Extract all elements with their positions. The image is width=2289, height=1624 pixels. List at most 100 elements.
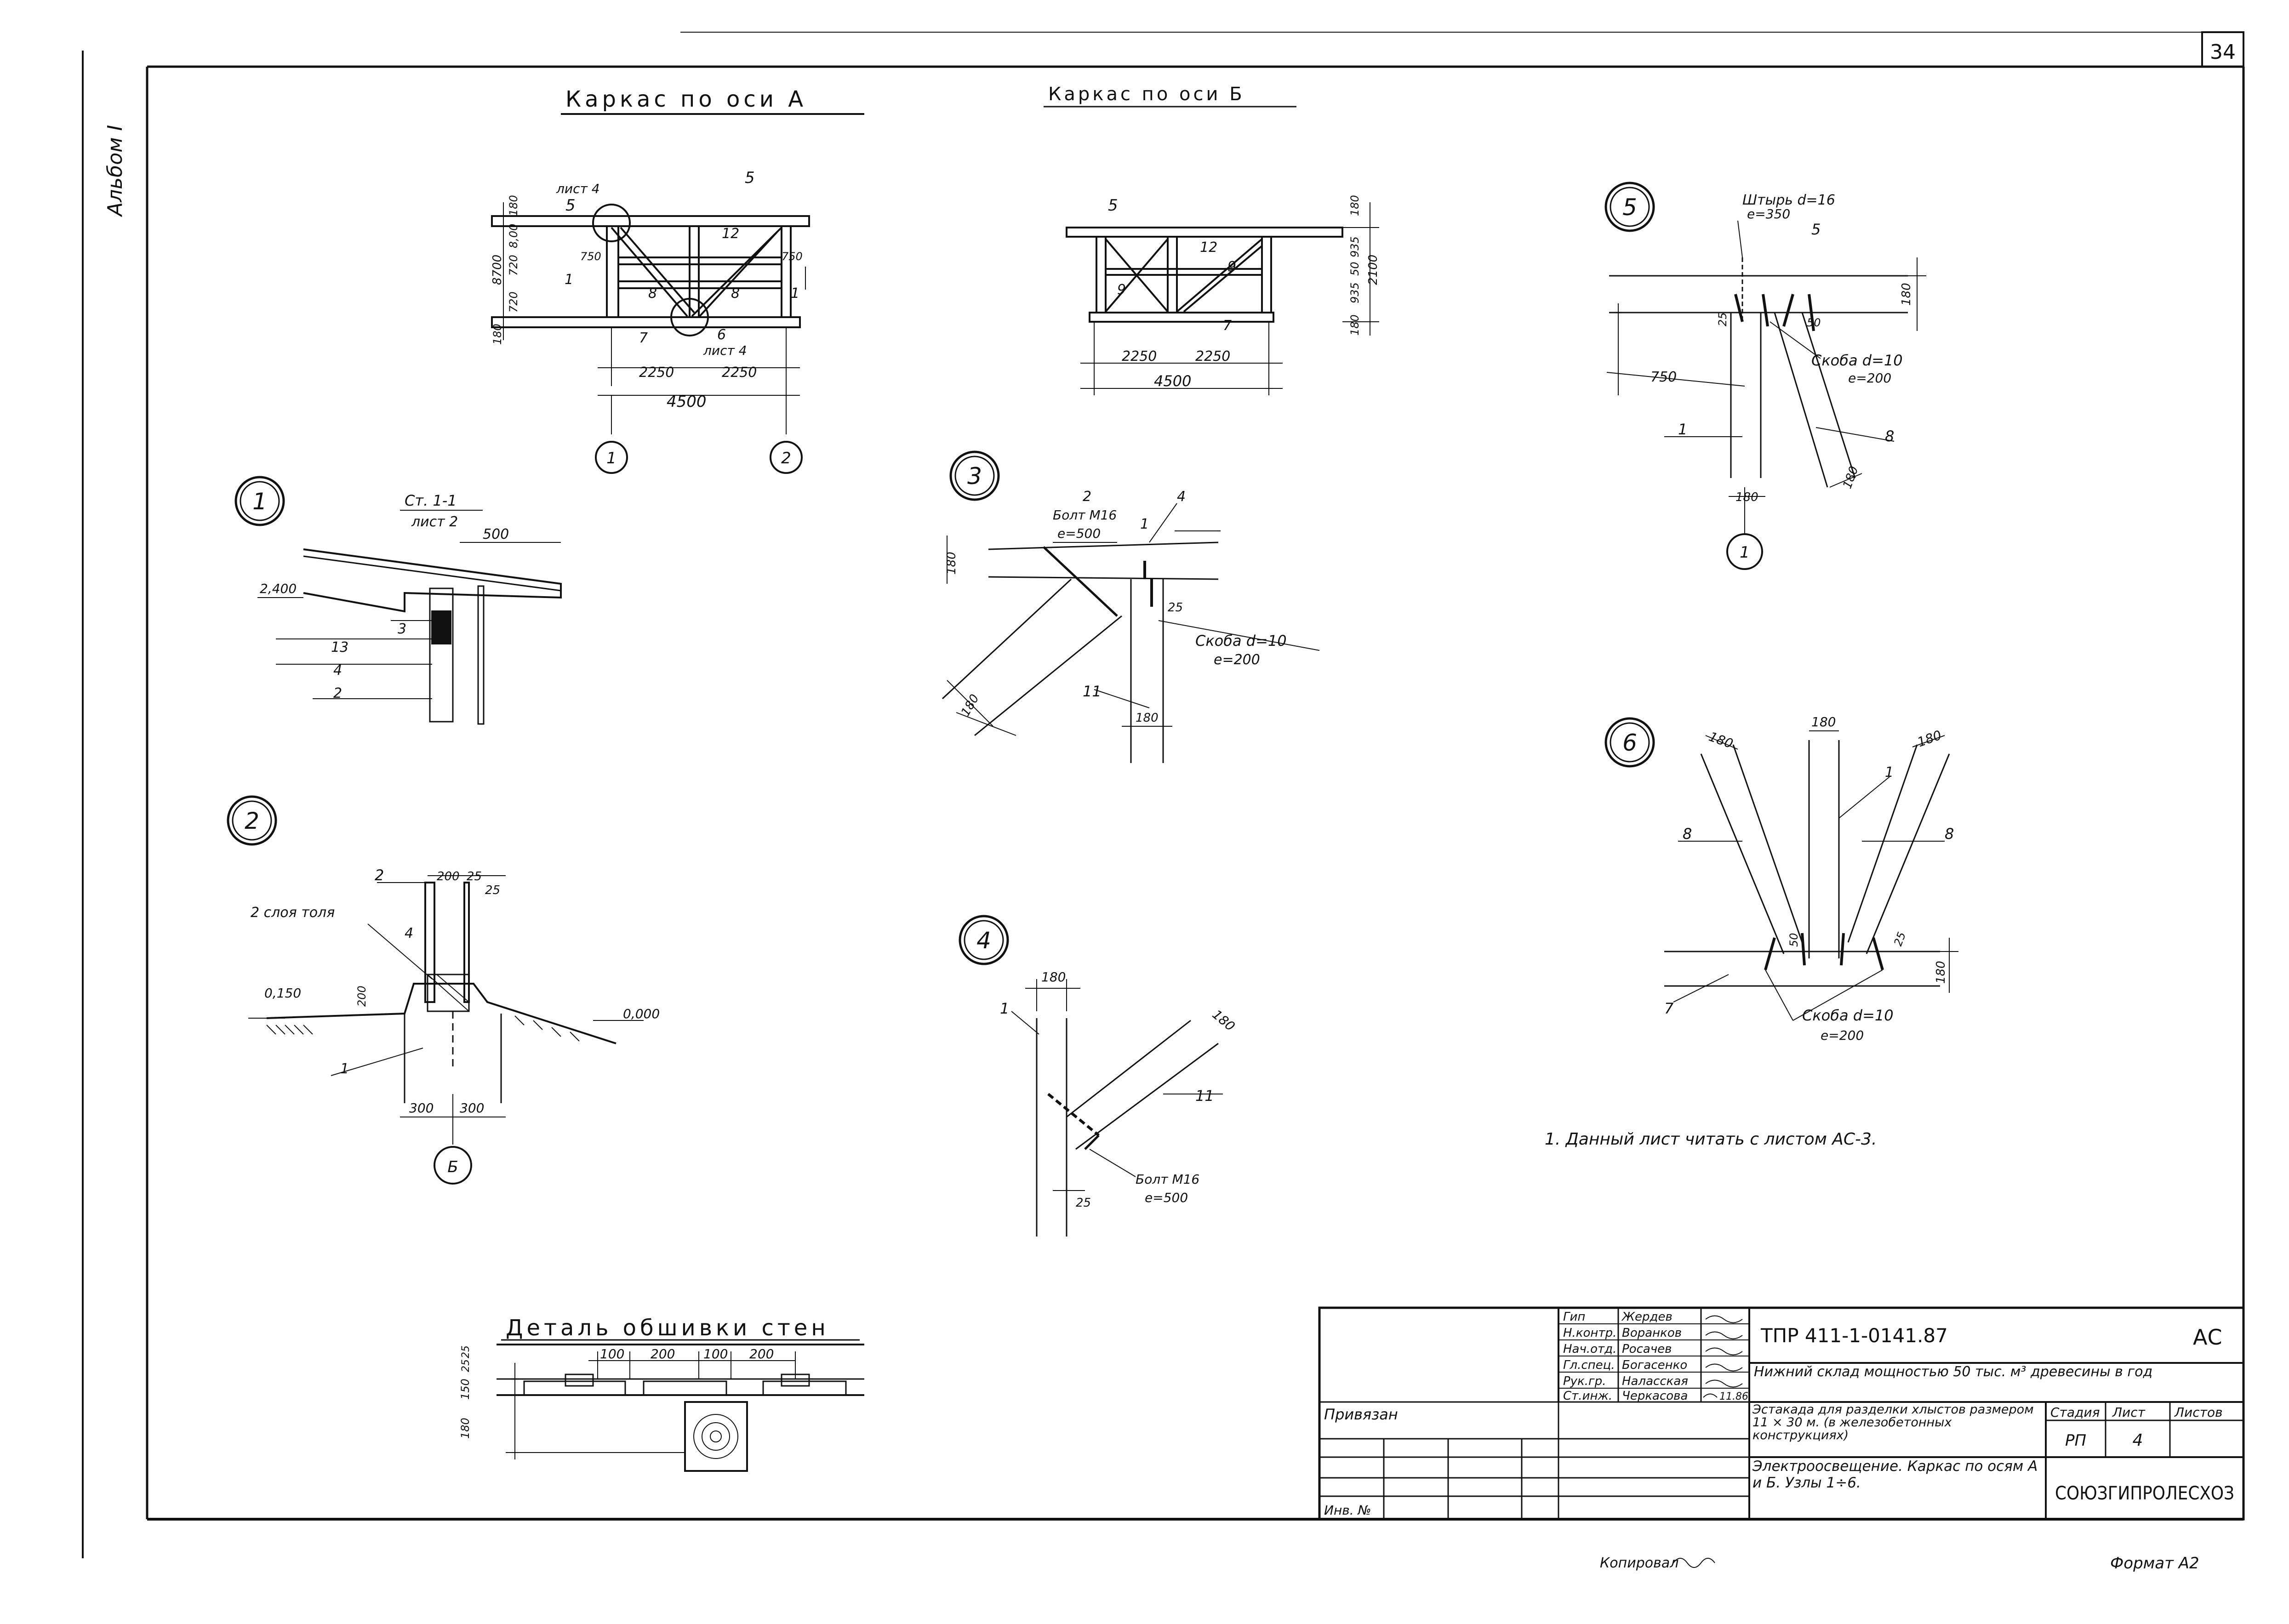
node1-level: 2,400: [260, 581, 297, 596]
signature-marks: [1703, 1315, 1743, 1398]
axis-a-label-8-right: 8: [731, 285, 740, 302]
title-tied: Привязан: [1324, 1406, 1398, 1423]
node6-dim-180-r: 180: [1934, 961, 1948, 984]
node6-dim-180-b: 180: [1707, 729, 1735, 752]
axis-b-label-12: 12: [1200, 239, 1217, 256]
axis-a-label-1-left: 1: [565, 272, 573, 288]
frame-axis-a-drawing: [491, 202, 810, 474]
node4-label-1: 1: [1000, 1000, 1009, 1017]
node5-axis: 1: [1740, 543, 1750, 562]
cladding-title-group: Деталь обшивки стен: [501, 1315, 860, 1341]
title-project: Нижний склад мощностью 50 тыс. м³ древес…: [1754, 1364, 2153, 1380]
axis-a-dim-180-bottom: 180: [491, 324, 504, 345]
node2-dim-200-top: 200: [437, 870, 460, 883]
node6-label-8-right: 8: [1945, 825, 1954, 843]
title-name-5: Наласская: [1622, 1374, 1688, 1388]
axis-a-sheet-ref-bottom: лист 4: [703, 343, 747, 358]
node1-section: Ст. 1-1: [405, 492, 457, 509]
node5-dim-180-r: 180: [1900, 283, 1913, 306]
title-role-4: Гл.спец.: [1563, 1358, 1615, 1372]
sheet-frame: [82, 31, 2245, 1558]
axis-b-title-group: Каркас по оси Б: [1044, 84, 1296, 108]
title-date: 11.86: [1719, 1391, 1748, 1402]
node5-dim-750: 750: [1650, 369, 1677, 385]
axis-b-dim-935-bottom: 935: [1348, 282, 1361, 303]
title-name-3: Росачев: [1622, 1342, 1672, 1356]
node3-label-2: 2: [1083, 489, 1091, 505]
node1-label-2: 2: [333, 685, 342, 701]
cladding-dim-25: 25: [460, 1359, 472, 1372]
axis-a-dim-8700: 8700: [491, 255, 504, 285]
axis-b-label-5: 5: [1108, 196, 1118, 215]
axis-b-dim-180-bottom: 180: [1348, 314, 1361, 336]
node2-number: 2: [245, 808, 259, 834]
axis-a-dim-750-left: 750: [580, 250, 601, 263]
axis-a-label-5-right: 5: [745, 169, 755, 187]
node2-lining: 2 слоя толя: [251, 905, 335, 921]
node3-dim-180-c: 180: [1136, 711, 1159, 725]
axis-a-label-5: 5: [565, 196, 576, 215]
axis-a-dim-2250-a: 2250: [639, 365, 674, 381]
axis-a-dim-750-right: 750: [782, 250, 803, 263]
axis-b-dim-50: 50: [1348, 262, 1361, 276]
title-code: ТПР 411-1-0141.87: [1760, 1324, 1948, 1347]
node2-label-2: 2: [375, 866, 384, 884]
title-sheet-title: Электроосвещение. Каркас по осям А и Б. …: [1752, 1458, 2038, 1491]
axis-a-dim-8-00: 8,00: [507, 224, 520, 248]
axis-b-dim-4500: 4500: [1154, 372, 1191, 390]
node4-dim-180-b: 180: [1210, 1007, 1238, 1034]
node2-dim-25-b: 25: [485, 883, 500, 897]
title-block-lines: [1318, 1306, 2245, 1521]
node3-bolt: Болт М16: [1053, 507, 1117, 523]
cladding-dim-100-b: 100: [703, 1346, 728, 1362]
general-note: 1. Данный лист читать с листом АС-3.: [1545, 1130, 1877, 1149]
sheet-format: Формат А2: [2110, 1554, 2199, 1573]
node1-sheet-ref: лист 2: [411, 514, 458, 530]
node2-dim-300-a: 300: [409, 1100, 434, 1116]
node2-level-right: 0,000: [623, 1006, 660, 1021]
axis-a-dim-4500: 4500: [667, 393, 707, 411]
axis-b-label-7: 7: [1223, 318, 1232, 334]
sheet-number: 34: [2210, 40, 2236, 64]
node6-dim-50: 50: [1787, 933, 1800, 947]
title-role-6: Ст.инж.: [1563, 1389, 1612, 1403]
node2-dim-25-a: 25: [467, 870, 482, 883]
axis-a-title: Каркас по оси А: [565, 86, 807, 112]
node5-staple-e: е=200: [1848, 370, 1891, 386]
node4-label-11: 11: [1195, 1087, 1214, 1105]
node3-dim-180-a: 180: [945, 552, 959, 575]
axis-a-label-8-left: 8: [648, 285, 657, 302]
title-project-box: Нижний склад мощностью 50 тыс. м³ древес…: [1754, 1364, 2153, 1380]
axis-a-dim-180-top: 180: [507, 195, 520, 216]
node6-number: 6: [1622, 729, 1637, 756]
node4-bolt-e: е=500: [1145, 1190, 1188, 1205]
node5-label-8: 8: [1885, 427, 1894, 445]
node6-dim-180-a: 180: [1811, 714, 1836, 729]
axis-b-label-9-left: 9: [1117, 282, 1126, 298]
node6-dim-180-c: 180: [1915, 727, 1944, 750]
node6-staple: Скоба d=10: [1802, 1007, 1894, 1024]
axis-b-dim-2250-b: 2250: [1195, 348, 1230, 365]
node5-drawing: [1604, 182, 1926, 570]
node4-dim-180-a: 180: [1041, 969, 1066, 985]
title-stage: РП: [2065, 1431, 2086, 1450]
node2-drawing: [227, 795, 644, 1185]
title-role-1: Гип: [1563, 1310, 1585, 1324]
node6-label-1: 1: [1885, 764, 1894, 781]
copied-by: Копировал: [1600, 1555, 1678, 1571]
cladding-dim-150: 150: [459, 1379, 472, 1400]
axis-b-dim-2250-a: 2250: [1122, 348, 1157, 365]
axis-a-title-group: Каркас по оси А: [561, 86, 864, 115]
cladding-title: Деталь обшивки стен: [506, 1315, 829, 1341]
node2-label-4: 4: [405, 925, 413, 941]
title-object-box: Эстакада для разделки хлыстов размером 1…: [1752, 1403, 2034, 1442]
node6-label-8-left: 8: [1683, 825, 1692, 843]
node5-label-1: 1: [1678, 421, 1687, 438]
frame-axis-b-drawing: [1066, 202, 1379, 395]
node2-label-1: 1: [340, 1061, 349, 1077]
node4-drawing: [959, 915, 1223, 1237]
node5-staple: Скоба d=10: [1811, 352, 1903, 369]
title-name-4: Богасенко: [1622, 1358, 1687, 1372]
node5-pin-e: е=350: [1747, 206, 1790, 222]
node1-label-4: 4: [333, 662, 342, 678]
